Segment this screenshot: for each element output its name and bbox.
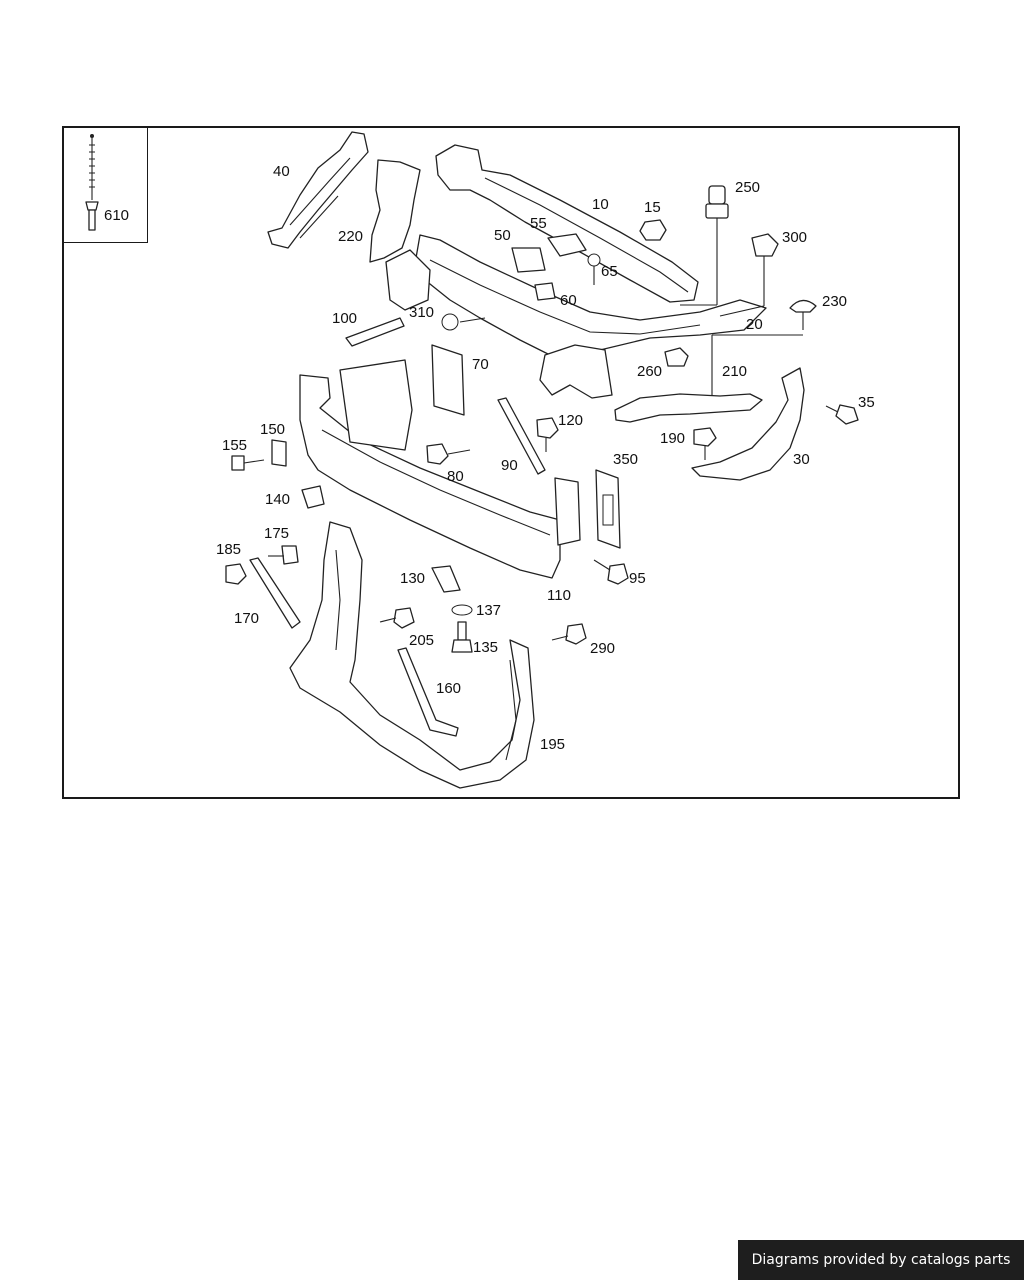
part-130-bracket <box>431 565 461 593</box>
label-137: 137 <box>476 602 502 619</box>
part-185-nut <box>225 563 247 585</box>
label-310: 310 <box>409 304 435 321</box>
label-135: 135 <box>473 639 499 656</box>
label-95: 95 <box>629 570 646 587</box>
part-35-screw <box>825 404 859 425</box>
label-30: 30 <box>793 451 810 468</box>
label-110: 110 <box>547 587 571 604</box>
label-70: 70 <box>472 356 489 373</box>
part-140-bracket <box>301 485 325 509</box>
part-137-washer <box>451 604 473 616</box>
part-170-strap <box>249 557 301 629</box>
part-160-bracket <box>397 647 459 737</box>
label-300: 300 <box>782 229 808 246</box>
part-65-screw <box>587 253 601 285</box>
part-220-panel <box>369 159 421 263</box>
part-60-nut <box>534 282 556 301</box>
credit-banner: Diagrams provided by catalogs parts <box>738 1240 1024 1280</box>
part-50-bracket <box>511 247 546 273</box>
label-250: 250 <box>735 179 761 196</box>
part-195-lower-carrier <box>289 521 535 789</box>
label-170: 170 <box>234 610 260 627</box>
part-300-bolt <box>719 233 779 317</box>
label-155: 155 <box>222 437 248 454</box>
label-185: 185 <box>216 541 242 558</box>
label-15: 15 <box>644 199 661 216</box>
label-210: 210 <box>722 363 748 380</box>
label-60: 60 <box>560 292 577 309</box>
label-55: 55 <box>530 215 547 232</box>
part-135-bolt <box>451 621 473 653</box>
part-250-bolt <box>680 185 729 306</box>
part-90-rod <box>497 397 546 475</box>
label-290: 290 <box>590 640 616 657</box>
part-610-rivet <box>85 134 99 231</box>
part-100-strap <box>345 317 405 347</box>
part-310-clamp <box>441 313 486 331</box>
part-155-bolt <box>231 455 265 471</box>
label-35: 35 <box>858 394 875 411</box>
label-65: 65 <box>601 263 618 280</box>
part-15-nut <box>639 219 667 241</box>
label-175: 175 <box>264 525 290 542</box>
part-210-air-guide <box>614 393 763 423</box>
label-260: 260 <box>637 363 663 380</box>
part-70-panel <box>431 344 465 416</box>
part-205-bolt <box>379 607 415 629</box>
label-220: 220 <box>338 228 364 245</box>
label-130: 130 <box>400 570 426 587</box>
part-80-bolt <box>426 443 471 465</box>
part-175-bolt <box>268 545 299 565</box>
label-100: 100 <box>332 310 358 327</box>
label-610: 610 <box>104 207 130 224</box>
label-40: 40 <box>273 163 290 180</box>
label-205: 205 <box>409 632 435 649</box>
label-90: 90 <box>501 457 518 474</box>
label-150: 150 <box>260 421 286 438</box>
part-230-clip <box>711 299 817 398</box>
part-190-screw <box>693 427 717 460</box>
label-80: 80 <box>447 468 464 485</box>
part-95-bolt <box>593 559 629 585</box>
part-150-clip <box>271 439 287 467</box>
part-290-bolt <box>551 623 587 645</box>
part-30-side-panel <box>691 367 805 481</box>
part-40-bracket <box>267 131 369 249</box>
part-120-bolt <box>536 417 559 452</box>
part-110-bumper-beam <box>299 374 561 579</box>
label-160: 160 <box>436 680 462 697</box>
label-140: 140 <box>265 491 291 508</box>
part-10-upper-frame <box>435 144 699 303</box>
label-20: 20 <box>746 316 763 333</box>
label-230: 230 <box>822 293 848 310</box>
label-10: 10 <box>592 196 609 213</box>
label-50: 50 <box>494 227 511 244</box>
part-20-radiator-support <box>415 234 767 366</box>
part-55-clip <box>547 233 587 257</box>
label-190: 190 <box>660 430 686 447</box>
diagram-frame <box>62 126 960 799</box>
part-260-grommet <box>664 347 689 367</box>
label-120: 120 <box>558 412 584 429</box>
label-350: 350 <box>613 451 639 468</box>
label-195: 195 <box>540 736 566 753</box>
inset-box-rivet <box>64 128 148 243</box>
